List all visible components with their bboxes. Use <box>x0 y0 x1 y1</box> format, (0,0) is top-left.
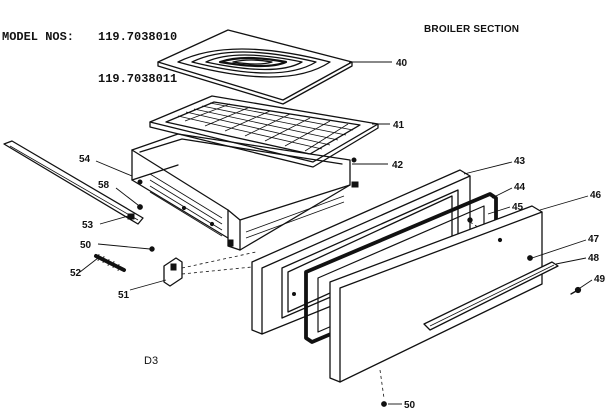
drawer-slide <box>3 140 144 225</box>
alignment-line-1 <box>181 251 257 269</box>
model-row-2: 119.7038011 <box>2 72 177 86</box>
drawer-stop-bracket <box>163 257 183 287</box>
callout-50-upper: 50 <box>80 240 92 251</box>
broiler-drawer-frame <box>131 133 359 251</box>
door-handle <box>423 261 559 331</box>
figure-code: D3 <box>144 355 159 367</box>
model-row-1: MODEL NOS: 119.7038010 <box>2 30 177 44</box>
callout-40: 40 <box>396 58 408 69</box>
alignment-line-4 <box>379 369 385 399</box>
callout-47: 47 <box>588 234 600 245</box>
callout-45: 45 <box>512 202 524 213</box>
model-numbers-block: MODEL NOS: 119.7038010 119.7038011 <box>2 2 177 114</box>
broiler-grid <box>149 95 379 168</box>
callout-42: 42 <box>392 160 404 171</box>
outer-door-panel <box>329 205 543 383</box>
callout-51: 51 <box>118 290 130 301</box>
model-label: MODEL NOS: <box>2 30 75 44</box>
alignment-line-2 <box>181 261 303 275</box>
callout-52: 52 <box>70 268 82 279</box>
model-number-1: 119.7038010 <box>98 30 178 44</box>
callout-labels: 40 41 42 43 44 45 46 47 48 49 50 51 52 5… <box>70 58 606 411</box>
callout-50-lower: 50 <box>404 400 416 411</box>
model-number-2: 119.7038011 <box>98 72 178 86</box>
screw-50-lower <box>381 401 387 407</box>
callout-43: 43 <box>514 156 526 167</box>
grid-slots <box>177 102 354 152</box>
callout-53: 53 <box>82 220 94 231</box>
screw-49 <box>570 286 582 295</box>
callout-54: 54 <box>79 154 91 165</box>
roller-spring <box>94 253 126 272</box>
callout-44: 44 <box>514 182 526 193</box>
callout-48: 48 <box>588 253 600 264</box>
broiler-pan <box>157 29 353 105</box>
callout-58: 58 <box>98 180 110 191</box>
screw-50-upper <box>149 246 155 252</box>
callout-49: 49 <box>594 274 606 285</box>
section-title: BROILER SECTION <box>424 24 520 35</box>
screw-58 <box>137 204 143 210</box>
callout-41: 41 <box>393 120 405 131</box>
callout-46: 46 <box>590 190 602 201</box>
callout-leaders <box>79 61 593 405</box>
